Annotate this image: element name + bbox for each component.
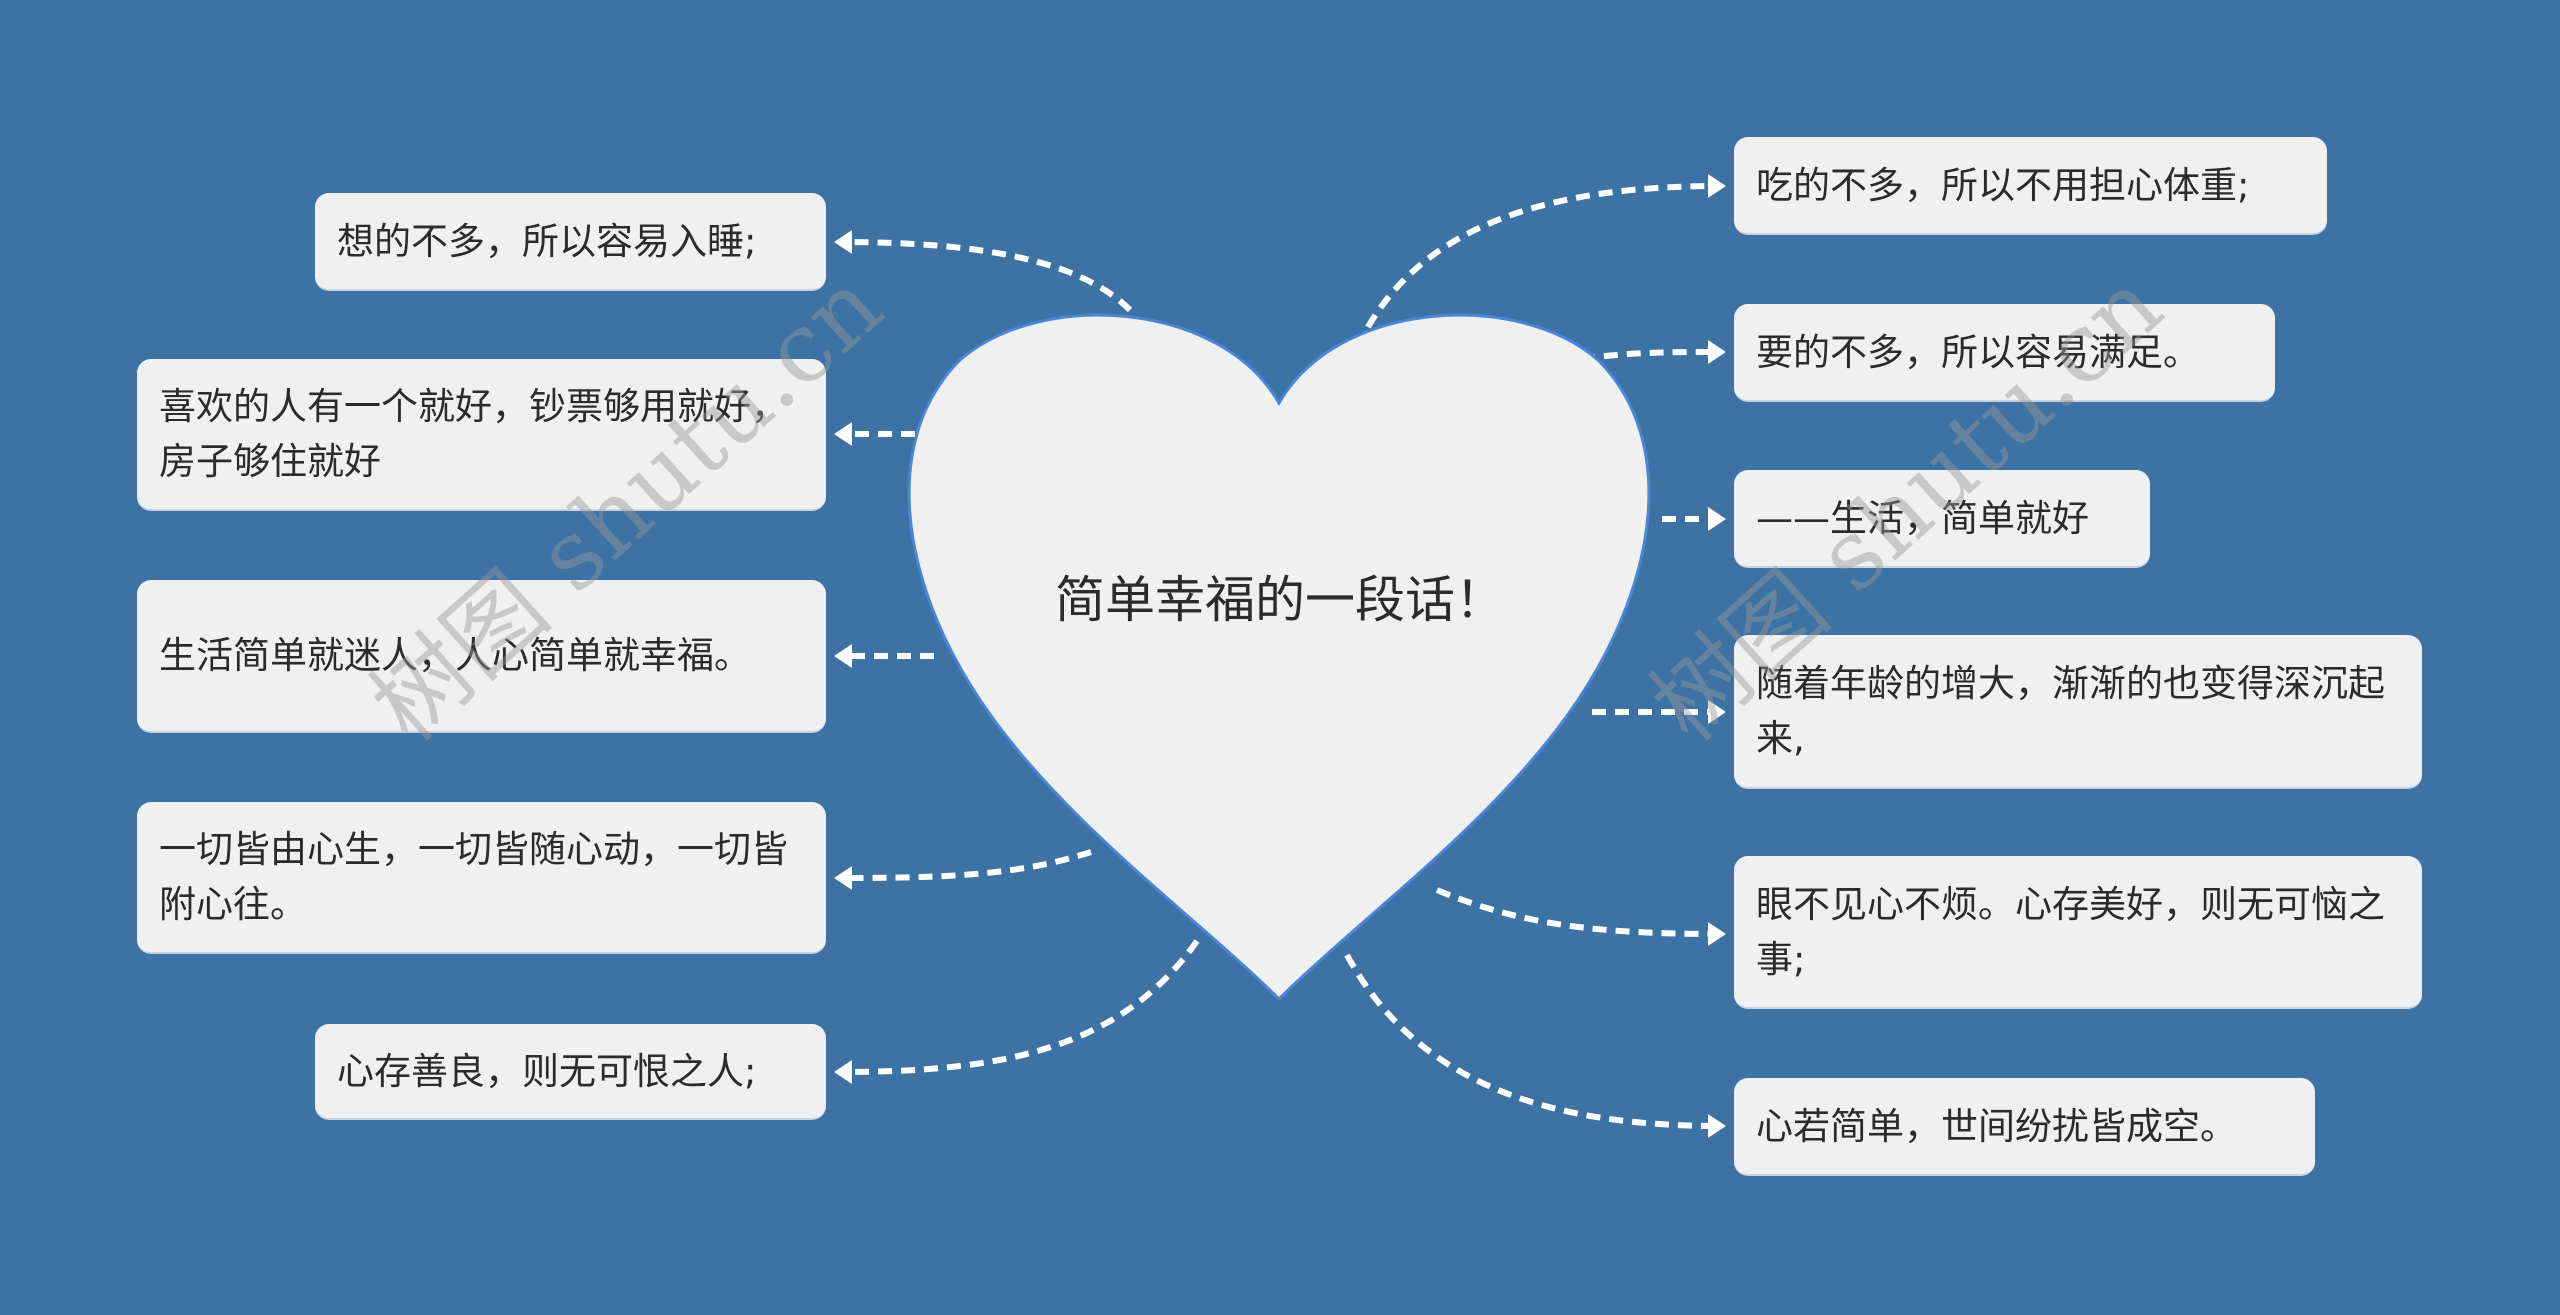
left-node-4[interactable]: 一切皆由心生，一切皆随心动，一切皆附心往。 bbox=[137, 802, 826, 954]
connector-left-1 bbox=[834, 230, 1133, 313]
connector-right-6 bbox=[1344, 953, 1726, 1138]
left-node-2[interactable]: 喜欢的人有一个就好，钞票够用就好，房子够住就好 bbox=[137, 359, 826, 511]
left-node-5[interactable]: 心存善良，则无可恨之人; bbox=[315, 1024, 826, 1120]
central-topic[interactable]: 简单幸福的一段话！ bbox=[1055, 571, 1505, 629]
connector-left-5 bbox=[834, 939, 1200, 1084]
right-node-2[interactable]: 要的不多，所以容易满足。 bbox=[1734, 304, 2275, 402]
right-node-1[interactable]: 吃的不多，所以不用担心体重; bbox=[1734, 137, 2327, 235]
right-node-3[interactable]: ——生活，简单就好 bbox=[1734, 470, 2150, 568]
connector-right-1 bbox=[1365, 174, 1726, 329]
right-node-5[interactable]: 眼不见心不烦。心存美好，则无可恼之事; bbox=[1734, 856, 2422, 1009]
connector-right-2 bbox=[1580, 340, 1726, 365]
connector-left-4 bbox=[834, 849, 1092, 890]
left-node-3[interactable]: 生活简单就迷人，人心简单就幸福。 bbox=[137, 580, 826, 733]
left-node-1[interactable]: 想的不多，所以容易入睡; bbox=[315, 193, 826, 291]
right-node-4[interactable]: 随着年龄的增大，渐渐的也变得深沉起来, bbox=[1734, 635, 2422, 789]
heart-shape bbox=[907, 313, 1651, 1002]
connector-right-5 bbox=[1435, 887, 1726, 946]
right-node-6[interactable]: 心若简单，世间纷扰皆成空。 bbox=[1734, 1078, 2315, 1176]
